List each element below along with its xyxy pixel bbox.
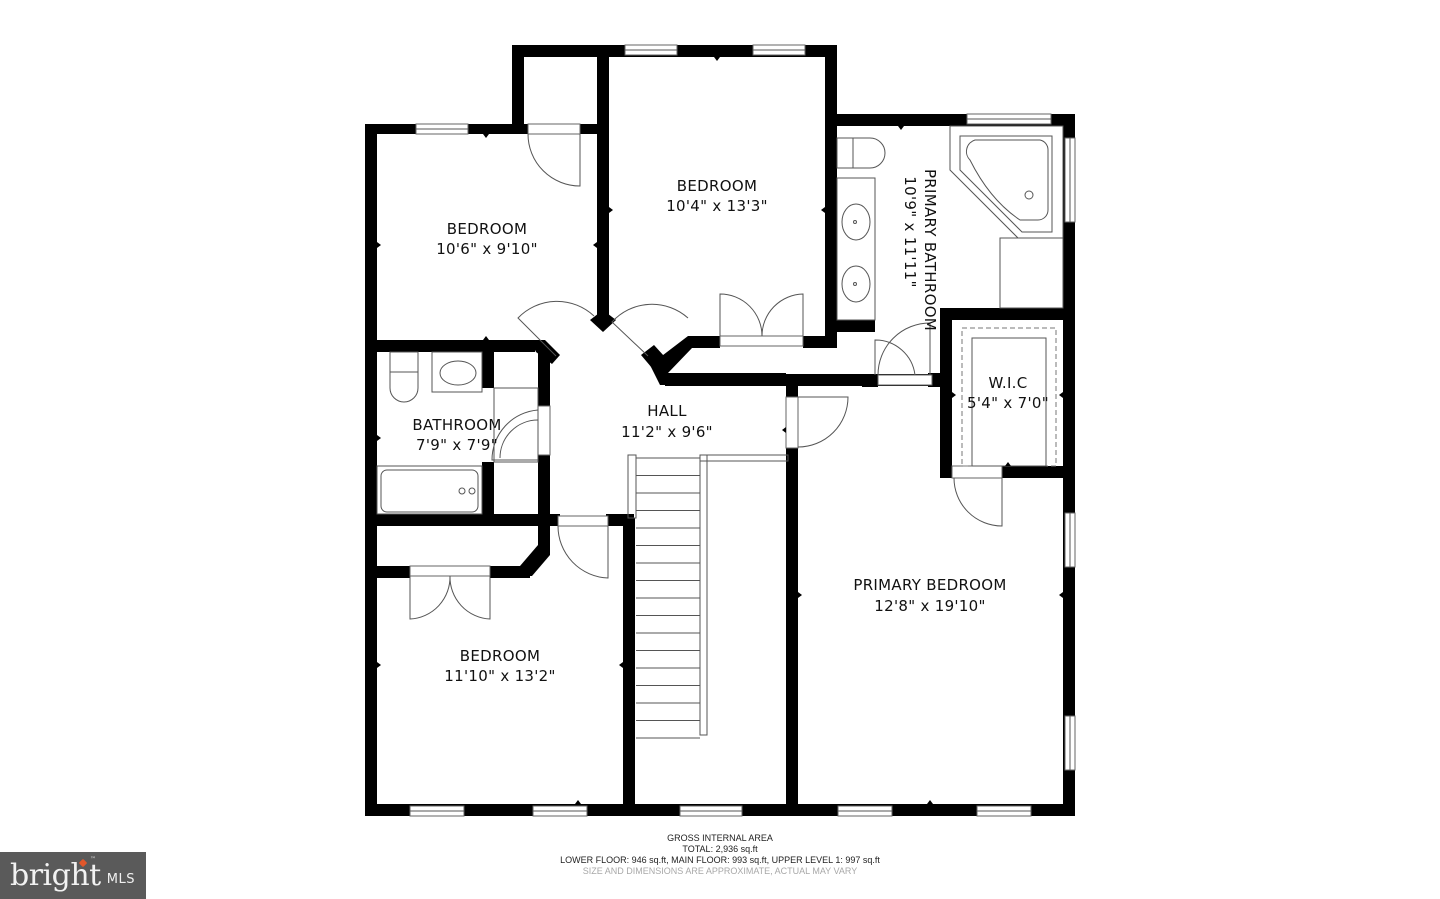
room-dimensions-bathroom: 7'9" x 7'9" [416, 436, 498, 454]
area-summary: GROSS INTERNAL AREA TOTAL: 2,936 sq.ft L… [0, 833, 1440, 877]
area-title: GROSS INTERNAL AREA [667, 833, 773, 843]
room-name-bedroom-north: BEDROOM [677, 177, 757, 195]
room-name-hall: HALL [647, 402, 687, 420]
room-name-primary-bathroom: PRIMARY BATHROOM [921, 169, 939, 331]
room-name-bedroom-sw: BEDROOM [460, 647, 540, 665]
room-dimensions-bedroom-north: 10'4" x 13'3" [666, 197, 768, 215]
room-dimensions-primary-bedroom: 12'8" x 19'10" [874, 597, 985, 615]
doors [409, 123, 1003, 620]
logo-trademark: ™ [90, 856, 96, 863]
room-dimensions-hall: 11'2" x 9'6" [621, 423, 713, 441]
area-disclaimer: SIZE AND DIMENSIONS ARE APPROXIMATE, ACT… [582, 866, 858, 876]
room-dimensions-bedroom-sw: 11'10" x 13'2" [444, 667, 555, 685]
stair-treads [636, 457, 700, 739]
windows [409, 44, 1076, 817]
dimension-markers [377, 57, 1063, 804]
room-labels: BEDROOM 10'6" x 9'10" BEDROOM 10'4" x 13… [412, 169, 1049, 685]
room-dimensions-bedroom-nw: 10'6" x 9'10" [436, 240, 538, 258]
area-breakdown: LOWER FLOOR: 946 sq.ft, MAIN FLOOR: 993 … [560, 855, 880, 865]
room-dimensions-primary-bathroom: 10'9" x 11'11" [901, 176, 919, 287]
room-name-bathroom: BATHROOM [412, 416, 501, 434]
area-total: TOTAL: 2,936 sq.ft [682, 844, 758, 854]
logo-suffix: MLS [106, 872, 135, 887]
fixtures [376, 125, 1064, 736]
bright-mls-logo: bright ™ MLS [0, 852, 146, 899]
room-name-wic: W.I.C [988, 374, 1027, 392]
logo-brand: bright [10, 858, 101, 893]
room-dimensions-wic: 5'4" x 7'0" [967, 394, 1049, 412]
room-name-primary-bedroom: PRIMARY BEDROOM [853, 576, 1006, 594]
room-name-bedroom-nw: BEDROOM [447, 220, 527, 238]
